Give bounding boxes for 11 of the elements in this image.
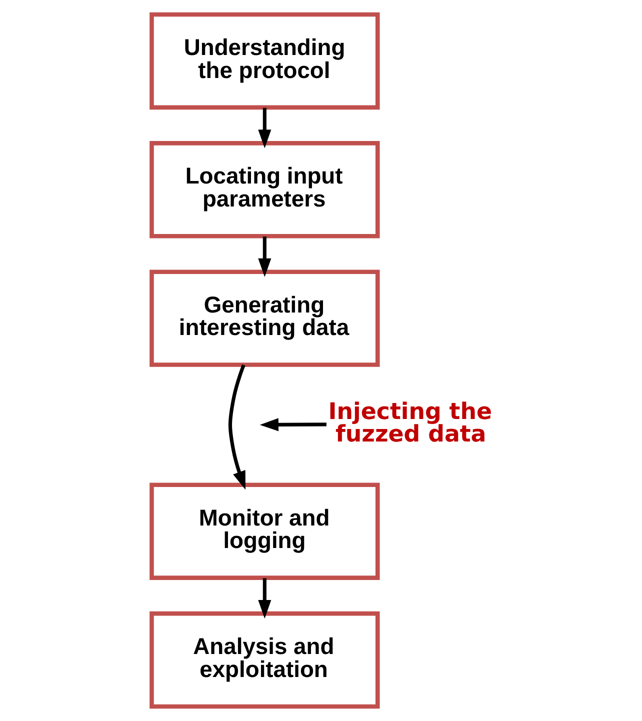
node-box: Monitor and logging [149, 482, 380, 580]
node-box: Generating interesting data [149, 270, 380, 367]
arrow [259, 418, 326, 432]
arrow [258, 236, 271, 277]
node-box: Analysis and exploitation [149, 611, 380, 709]
arrow [258, 108, 271, 148]
node-text: Injecting the fuzzed data [328, 398, 492, 448]
arrow [228, 364, 245, 490]
node-box: Locating input parameters [149, 141, 380, 238]
arrow [258, 578, 271, 619]
node-box: Understanding the protocol [149, 12, 380, 110]
